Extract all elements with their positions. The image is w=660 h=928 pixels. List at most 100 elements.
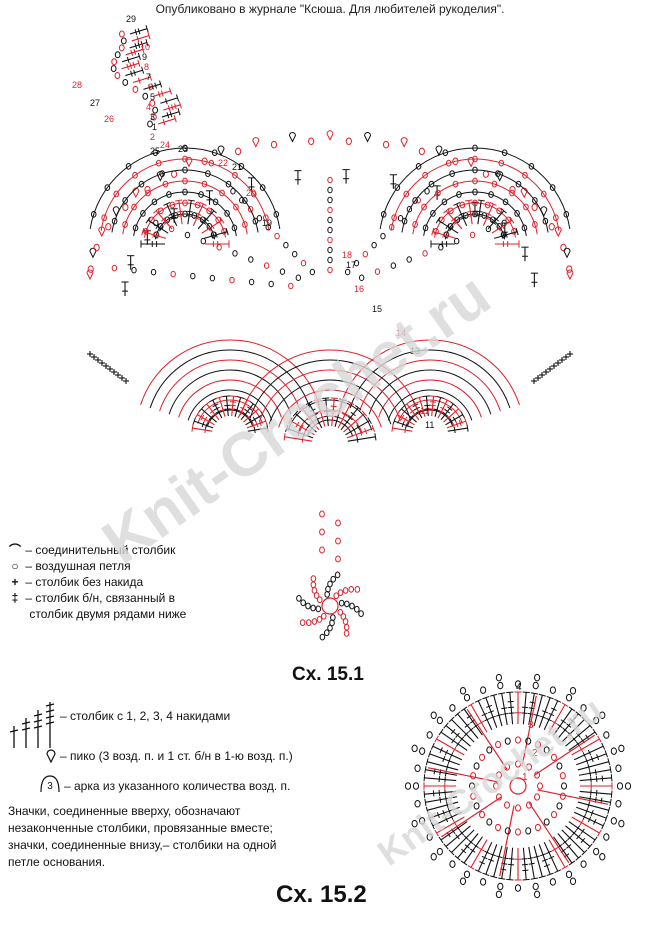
tall-stitch [445,825,471,847]
chain-stitch [521,224,528,232]
picot [288,132,296,143]
legend-arch-label: – арка из указанного количества возд. п. [64,779,291,793]
tall-stitch [571,738,600,756]
picot-icon [46,749,56,763]
tall-stitch [548,704,566,733]
row-number: 18 [342,250,352,260]
chain-arch [268,379,392,425]
row-number: 3 [150,112,155,122]
tall-stitch [522,847,527,880]
tall-stitch [457,713,479,739]
chain-stitch [469,782,475,790]
legend-item-label: – столбик без накида [22,575,144,589]
chain-stitch [473,802,480,810]
row-number: 28 [72,80,82,90]
chain-stitch [498,159,505,167]
tall-stitch [445,414,463,426]
chain-stitch [248,278,255,286]
chain-arch [144,202,226,238]
tall-stitch [187,200,192,225]
tall-stitch [432,745,463,761]
chain-stitch [493,782,499,790]
chain-stitch [414,799,421,808]
chain-stitch [616,782,624,790]
chain-stitch [561,782,567,790]
chain-stitch [453,237,460,245]
chain-stitch [327,176,333,184]
tall-stitch [509,692,514,725]
tall-stitch [160,97,178,104]
legend-picot-label: – пико (3 возд. п. и 1 ст. б/н в 1-ю воз… [60,749,293,763]
tall-stitch [440,821,468,841]
tall-stitch [443,408,459,423]
chain-stitch [311,618,318,625]
chain-stitch [428,180,435,188]
chain-stitch [200,237,207,245]
chain-stitch [463,870,471,879]
chain-stitch [292,250,298,258]
chain-arch [434,202,516,238]
chain-stitch [523,203,529,211]
chain-stitch [522,171,528,179]
chain-stitch [296,595,302,602]
chain-stitch [380,232,386,240]
chain-stitch [421,203,427,211]
chain-stitch [442,149,449,157]
row-number: 6 [148,82,153,92]
chain-stitch [323,629,330,637]
tall-stitch [424,777,457,782]
chain-stitch [484,201,491,209]
chain-stitch [172,212,179,219]
chain-stitch [525,827,532,835]
chain-arch [412,180,538,235]
single-crochet-icon: + [11,575,19,589]
chain-stitch [354,605,360,613]
row-number: 4 [146,102,151,112]
tall-stitch [538,844,551,875]
chain-stitch [247,205,254,213]
chain-arch [168,369,292,415]
tall-stitch [437,219,459,234]
chain-stitch [480,878,487,886]
chain-stitch [147,120,153,128]
chain-stitch [472,210,478,218]
row-number: 8 [144,62,149,72]
chain-stitch [525,737,532,745]
tall-stitch [201,219,223,234]
chain-stitch [190,272,196,280]
row-number: 19 [262,218,272,228]
chain-stitch [211,149,218,157]
tall-stitch [477,700,493,731]
chain-arch [100,158,270,231]
chain-stitch [418,147,425,156]
chain-stitch [480,686,487,694]
stitch-height-icons [9,702,55,748]
chain-stitch [131,203,137,211]
row-number: 20 [246,188,256,198]
chain-stitch [118,44,125,52]
chain-stitch [101,214,107,222]
row-number: 25 [150,146,160,156]
tall-stitch [166,203,178,227]
chain-stitch [534,823,541,832]
chain-stitch [250,190,257,198]
chain-stitch [495,890,502,899]
tall-stitch [491,219,513,234]
chain-stitch [445,159,452,167]
tall-stitch [397,414,415,426]
chain-stitch [548,222,555,231]
row-number: 16 [354,284,364,294]
chain-stitch [155,159,162,167]
tall-stitch [445,725,471,747]
legend-item: ⌒ – соединительный столбик [8,543,175,558]
chain-stitch [482,170,489,178]
chain-stitch [235,147,242,156]
tall-stitch [578,796,611,803]
chain-arch [133,191,237,236]
chain-stitch [182,155,188,163]
row-number: 29 [126,14,136,24]
tall-stitch [432,231,456,239]
tall-stitch [218,397,226,417]
chain-stitch [354,586,361,593]
